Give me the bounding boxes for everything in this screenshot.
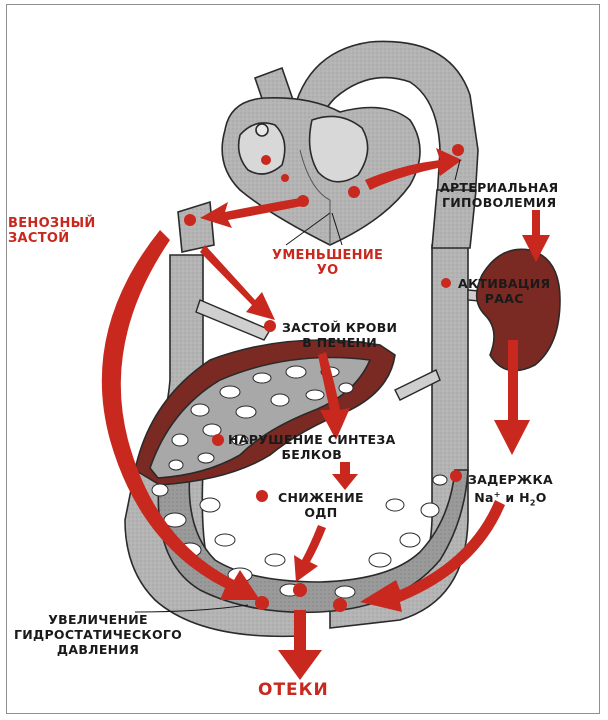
label-na-water-retention: ЗАДЕРЖКА Na+ и H2O [468,472,553,508]
label-venous-congestion: ВЕНОЗНЫЙ ЗАСТОЙ [8,216,96,246]
leader-lines [134,159,461,613]
label-arterial-hypovolemia: АРТЕРИАЛЬНАЯ ГИПОВОЛЕМИЯ [440,180,559,210]
descending-aorta [431,189,477,249]
label-odp-decrease: СНИЖЕНИЕ ОДП [278,490,364,520]
arrow-tissue-to-edema [278,610,322,680]
label-liver-congestion: ЗАСТОЙ КРОВИ В ПЕЧЕНИ [282,320,398,350]
arrow-retention-to-tissue [360,500,505,612]
markers [184,144,464,612]
arrow-venous-to-liver [200,245,275,320]
label-raas-activation: АКТИВАЦИЯ РААС [458,276,551,306]
label-hydrostatic-pressure: УВЕЛИЧЕНИЕ ГИДРОСТАТИЧЕСКОГО ДАВЛЕНИЯ [14,612,183,657]
label-decreased-sv: УМЕНЬШЕНИЕ УО [272,248,384,278]
arrow-odp-to-tissue [294,525,326,582]
label-edema: ОТЕКИ [258,680,329,700]
arrow-hypovolemia-to-raas [522,210,550,262]
arrow-venous-big [101,230,260,600]
arrow-sv-to-hypovolemia [365,148,462,190]
arrow-liver-to-protein [318,352,350,440]
arrows [101,148,550,680]
arrow-raas-to-retention [494,340,530,455]
label-protein-synthesis: НАРУШЕНИЕ СИНТЕЗА БЕЛКОВ [228,432,396,462]
vena-cava [177,200,215,253]
kidney-icon [475,248,561,372]
arrow-protein-to-odp [332,462,358,490]
arrow-sv-to-venous [200,198,302,228]
